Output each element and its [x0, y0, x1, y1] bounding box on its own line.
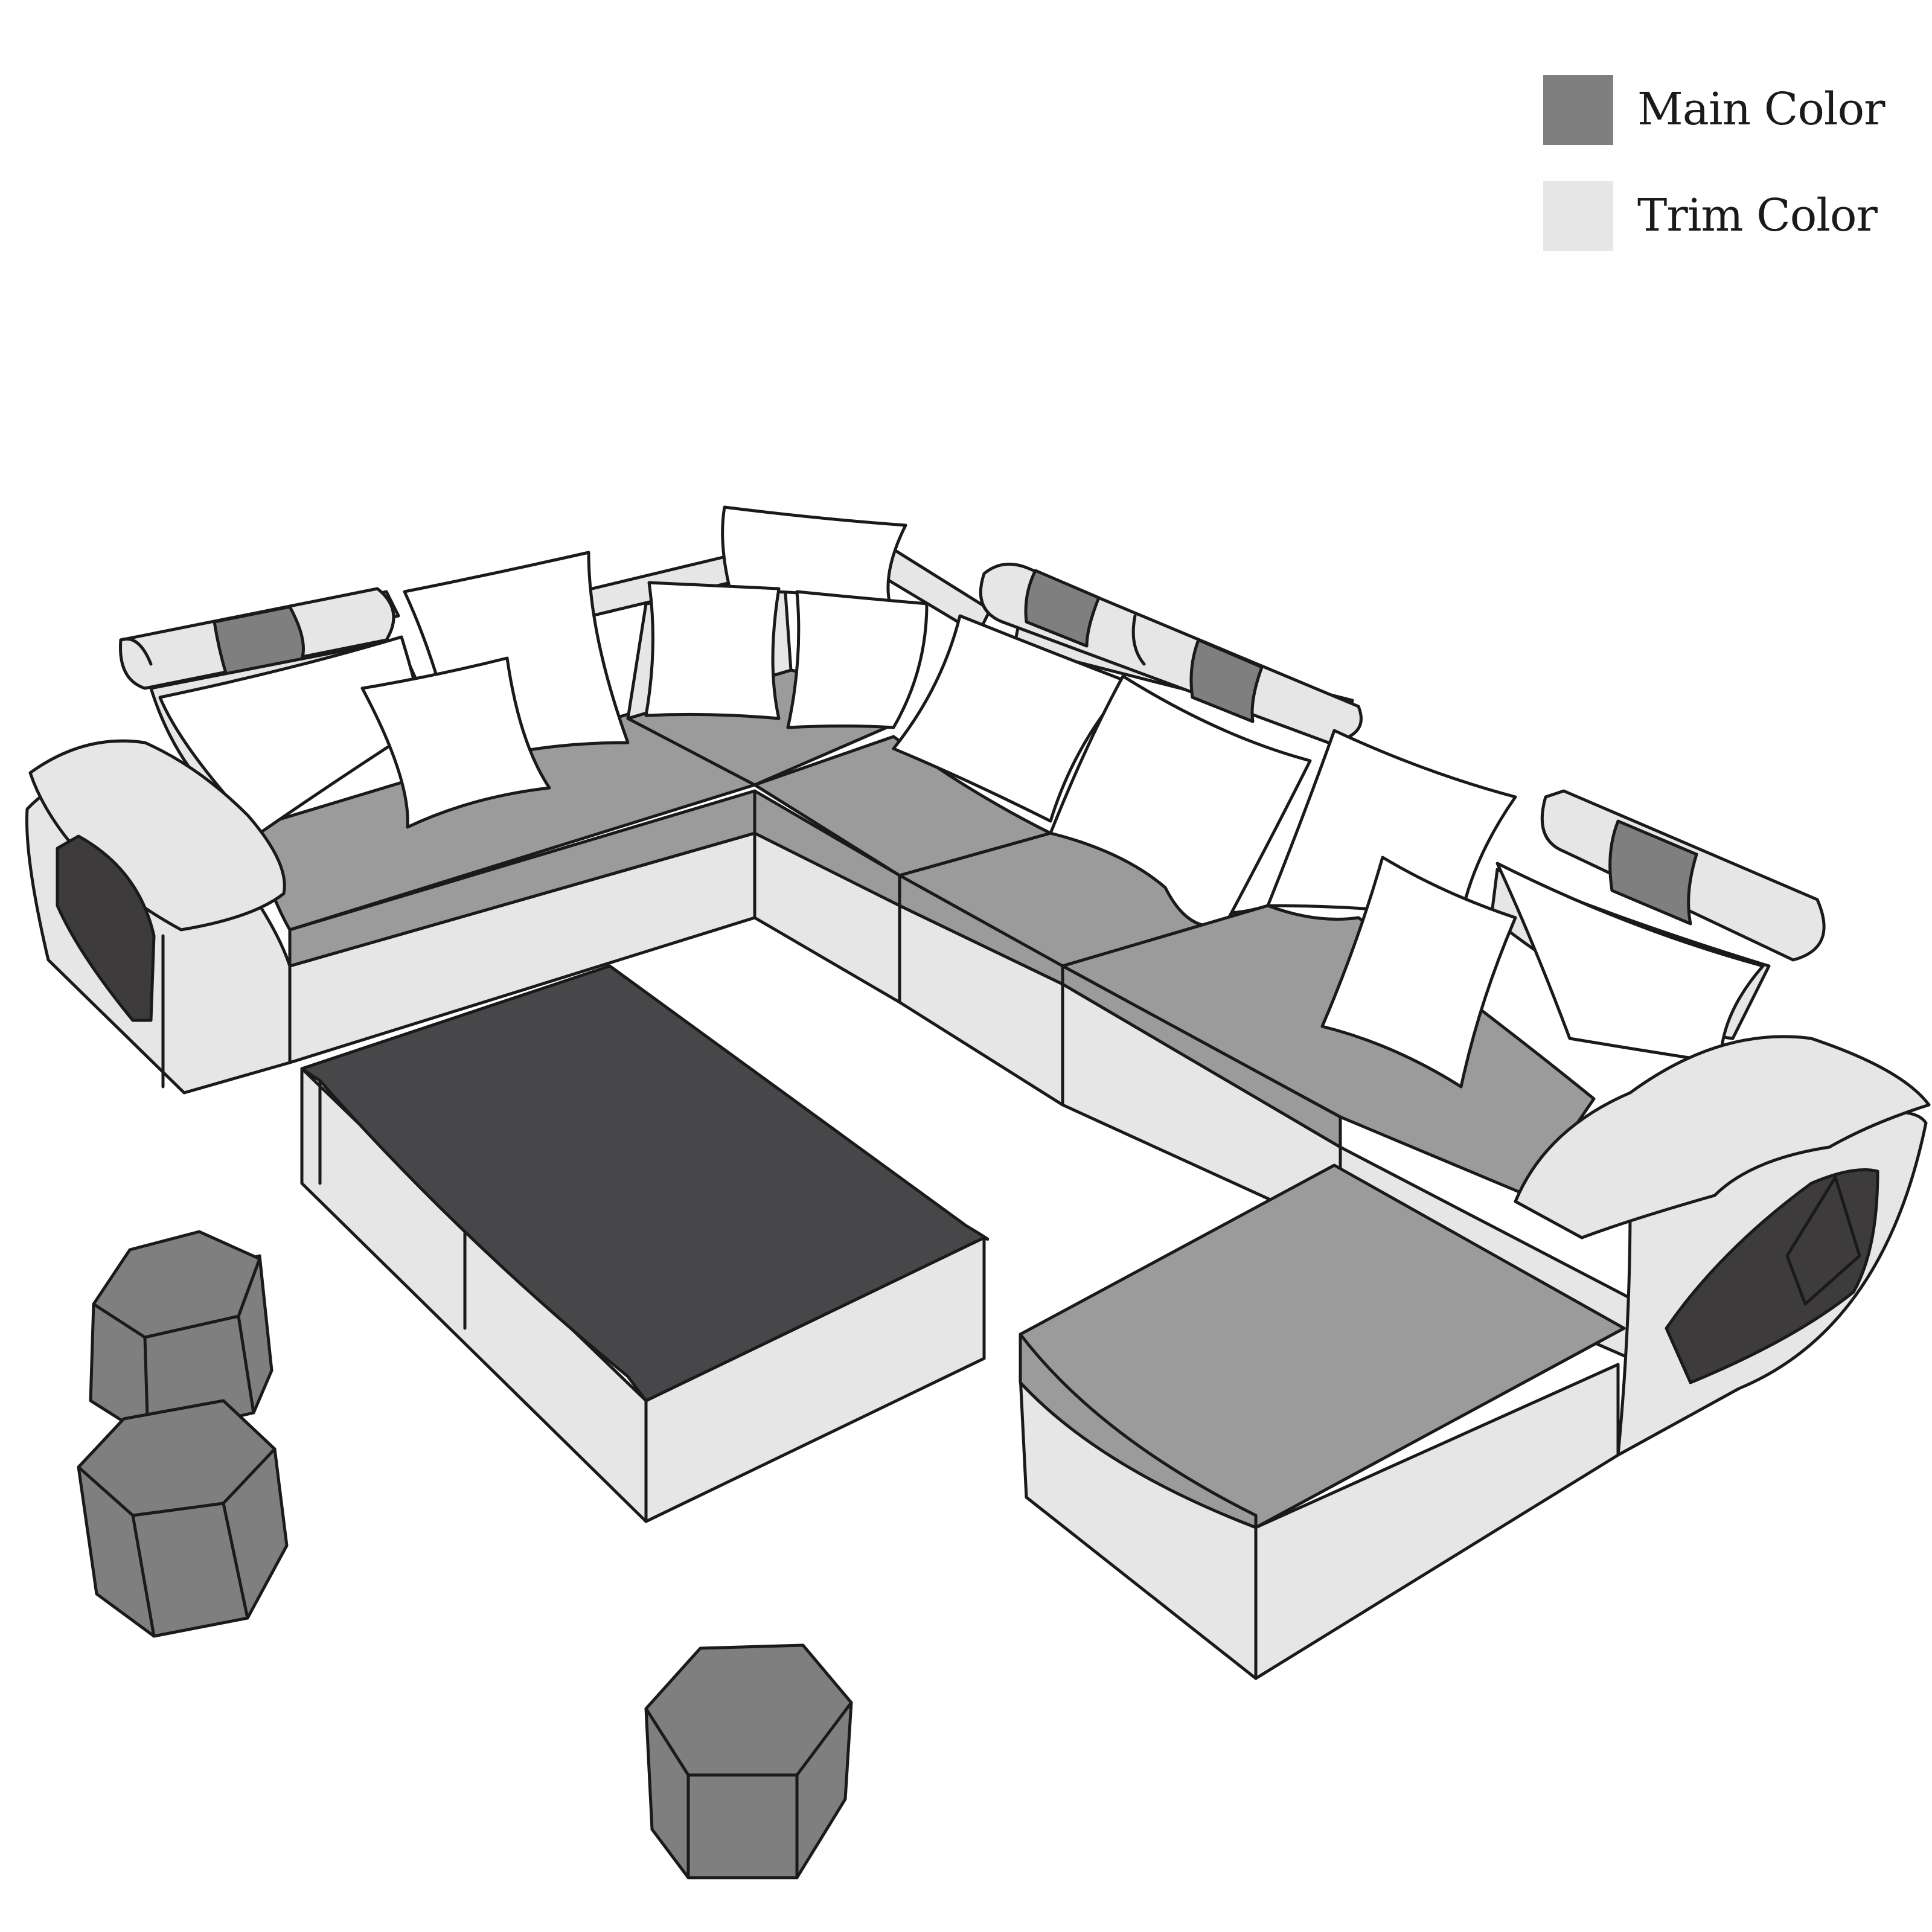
- pouf-2: [77, 1399, 289, 1638]
- coffee-table-top: [300, 964, 990, 1403]
- coffee-table: [300, 964, 990, 1523]
- headrest-center: [979, 562, 1363, 744]
- pouf-3: [644, 1643, 853, 1879]
- cushions-corner: [644, 505, 1312, 928]
- armrest-right: [1514, 1035, 1931, 1457]
- trim-color-swatch: [1543, 181, 1613, 251]
- trim-color-label: Trim Color: [1637, 190, 1878, 242]
- armrest-left-cubby: [56, 834, 156, 1022]
- pouf-1: [89, 1230, 273, 1439]
- armrest-right-cubby: [1665, 1168, 1879, 1384]
- armrest-left: [25, 739, 292, 1095]
- chaise-ottoman: [1019, 1163, 1626, 1680]
- main-color-swatch: [1543, 75, 1613, 145]
- main-color-label: Main Color: [1637, 83, 1886, 135]
- cushions-left: [158, 551, 630, 835]
- headrest-right: [1540, 789, 1826, 962]
- cushions-right: [1266, 729, 1765, 1089]
